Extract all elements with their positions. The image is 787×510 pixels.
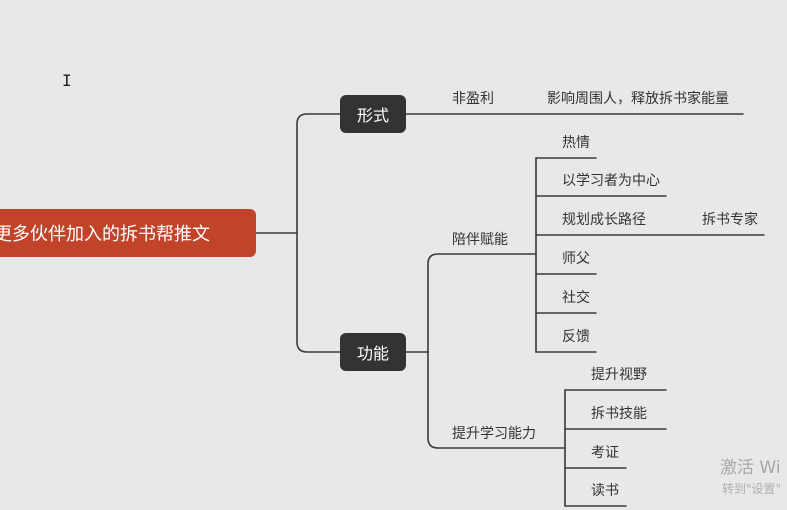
node-path-detail[interactable]: 拆书专家 <box>702 212 758 228</box>
node-improve-item[interactable]: 读书 <box>591 483 619 499</box>
node-nonprofit-detail[interactable]: 影响周围人，释放拆书家能量 <box>547 91 729 107</box>
text-cursor-icon: I <box>62 71 72 90</box>
node-companion-item[interactable]: 反馈 <box>562 329 590 345</box>
link-trunk-form <box>296 113 341 234</box>
node-improve-item[interactable]: 提升视野 <box>591 367 647 383</box>
root-node-label: 更多伙伴加入的拆书帮推文 <box>0 224 210 245</box>
activation-watermark: 激活 Wi <box>720 458 781 478</box>
link-function-improve <box>427 351 566 449</box>
node-companion-item[interactable]: 热情 <box>562 135 590 151</box>
node-nonprofit[interactable]: 非盈利 <box>452 91 494 107</box>
link-trunk-function <box>296 232 341 353</box>
branch-node-form[interactable]: 形式 <box>340 95 406 133</box>
node-companion-item[interactable]: 以学习者为中心 <box>562 173 660 189</box>
activation-watermark-sub: 转到"设置" <box>722 482 782 496</box>
node-companion-item[interactable]: 师父 <box>562 251 590 267</box>
node-improve-item[interactable]: 考证 <box>591 445 619 461</box>
branch-node-form-label: 形式 <box>356 106 389 125</box>
root-node[interactable]: 更多伙伴加入的拆书帮推文 <box>0 209 256 257</box>
branch-node-function[interactable]: 功能 <box>340 333 406 371</box>
node-companion-item[interactable]: 规划成长路径 <box>562 212 646 228</box>
node-companion-item[interactable]: 社交 <box>562 290 590 306</box>
node-improve-item[interactable]: 拆书技能 <box>591 406 647 422</box>
branch-node-function-label: 功能 <box>356 344 389 363</box>
node-improve[interactable]: 提升学习能力 <box>452 426 536 442</box>
node-companion[interactable]: 陪伴赋能 <box>452 232 508 248</box>
link-function-companion <box>427 253 537 353</box>
